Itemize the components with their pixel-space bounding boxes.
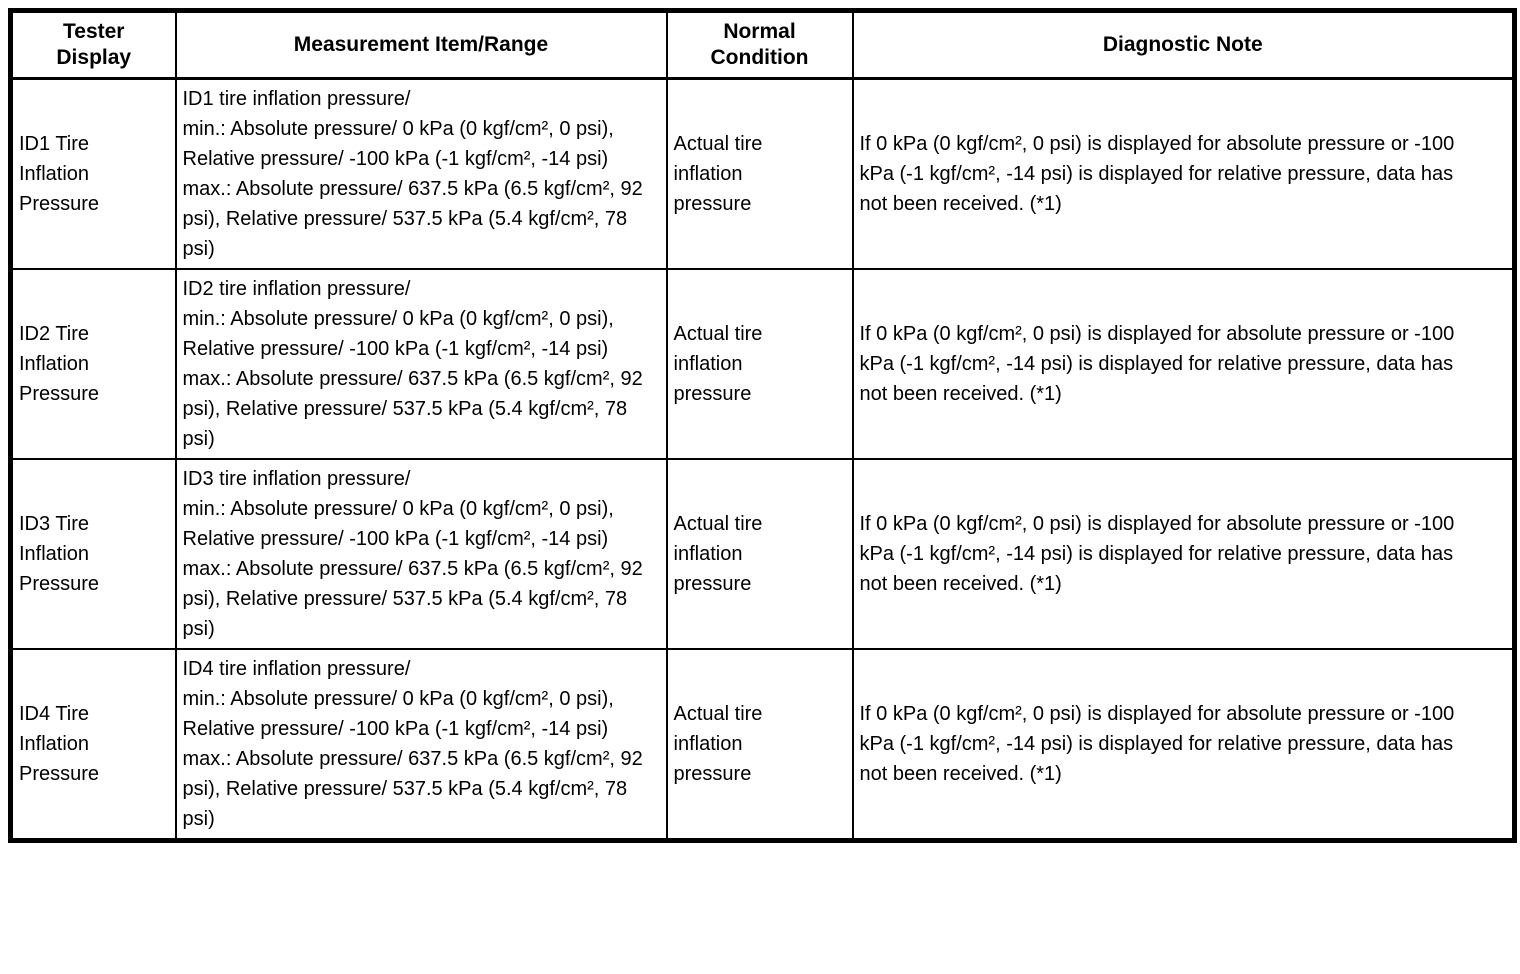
- table-row-id4: ID4 Tire Inflation Pressure ID4 tire inf…: [9, 648, 1516, 842]
- diagnostic-data-table: Tester Display Measurement Item/Range No…: [8, 8, 1517, 843]
- measurement-line: min.: Absolute pressure/ 0 kPa (0 kgf/cm…: [182, 688, 614, 740]
- header-label: Tester: [63, 20, 125, 43]
- cell-measurement-item-range: ID4 tire inflation pressure/ min.: Absol…: [174, 648, 668, 842]
- diagnostic-note-text: If 0 kPa (0 kgf/cm², 0 psi) is displayed…: [859, 323, 1455, 405]
- measurement-line: ID4 tire inflation pressure/: [182, 658, 411, 680]
- diagnostic-note-text: If 0 kPa (0 kgf/cm², 0 psi) is displayed…: [859, 133, 1455, 215]
- cell-measurement-item-range: ID2 tire inflation pressure/ min.: Absol…: [174, 268, 668, 460]
- column-header-tester-display: Tester Display: [9, 9, 177, 80]
- tester-display-text: ID4 Tire Inflation Pressure: [19, 703, 100, 785]
- cell-tester-display: ID1 Tire Inflation Pressure: [9, 77, 177, 270]
- column-header-measurement-item-range: Measurement Item/Range: [174, 9, 668, 80]
- measurement-line: max.: Absolute pressure/ 637.5 kPa (6.5 …: [182, 558, 643, 640]
- header-label: Normal: [723, 20, 796, 43]
- cell-tester-display: ID4 Tire Inflation Pressure: [9, 648, 177, 842]
- table-row-id1: ID1 Tire Inflation Pressure ID1 tire inf…: [9, 77, 1516, 270]
- header-row: Tester Display Measurement Item/Range No…: [9, 9, 1516, 80]
- cell-normal-condition: Actual tire inflation pressure: [665, 268, 854, 460]
- normal-condition-text: Actual tire inflation pressure: [673, 703, 763, 785]
- tester-display-text: ID2 Tire Inflation Pressure: [19, 323, 100, 405]
- measurement-line: max.: Absolute pressure/ 637.5 kPa (6.5 …: [182, 748, 643, 830]
- table-row-id3: ID3 Tire Inflation Pressure ID3 tire inf…: [9, 458, 1516, 650]
- header-label: Diagnostic Note: [1102, 33, 1263, 56]
- cell-diagnostic-note: If 0 kPa (0 kgf/cm², 0 psi) is displayed…: [851, 77, 1516, 270]
- column-header-diagnostic-note: Diagnostic Note: [851, 9, 1516, 80]
- measurement-line: min.: Absolute pressure/ 0 kPa (0 kgf/cm…: [182, 498, 614, 550]
- cell-normal-condition: Actual tire inflation pressure: [665, 458, 854, 650]
- cell-tester-display: ID2 Tire Inflation Pressure: [9, 268, 177, 460]
- cell-measurement-item-range: ID3 tire inflation pressure/ min.: Absol…: [174, 458, 668, 650]
- cell-diagnostic-note: If 0 kPa (0 kgf/cm², 0 psi) is displayed…: [851, 268, 1516, 460]
- tester-display-text: ID1 Tire Inflation Pressure: [19, 133, 100, 215]
- normal-condition-text: Actual tire inflation pressure: [673, 133, 763, 215]
- measurement-line: min.: Absolute pressure/ 0 kPa (0 kgf/cm…: [182, 308, 614, 360]
- measurement-line: max.: Absolute pressure/ 637.5 kPa (6.5 …: [182, 178, 643, 260]
- cell-tester-display: ID3 Tire Inflation Pressure: [9, 458, 177, 650]
- measurement-line: ID2 tire inflation pressure/: [182, 278, 411, 300]
- tester-display-text: ID3 Tire Inflation Pressure: [19, 513, 100, 595]
- header-label: Display: [56, 46, 132, 69]
- cell-diagnostic-note: If 0 kPa (0 kgf/cm², 0 psi) is displayed…: [851, 648, 1516, 842]
- measurement-line: ID1 tire inflation pressure/: [182, 88, 411, 110]
- measurement-line: max.: Absolute pressure/ 637.5 kPa (6.5 …: [182, 368, 643, 450]
- header-label: Measurement Item/Range: [293, 33, 549, 56]
- header-label: Condition: [710, 46, 809, 69]
- normal-condition-text: Actual tire inflation pressure: [673, 323, 763, 405]
- column-header-normal-condition: Normal Condition: [665, 9, 854, 80]
- cell-measurement-item-range: ID1 tire inflation pressure/ min.: Absol…: [174, 77, 668, 270]
- cell-normal-condition: Actual tire inflation pressure: [665, 648, 854, 842]
- cell-normal-condition: Actual tire inflation pressure: [665, 77, 854, 270]
- table-row-id2: ID2 Tire Inflation Pressure ID2 tire inf…: [9, 268, 1516, 460]
- diagnostic-note-text: If 0 kPa (0 kgf/cm², 0 psi) is displayed…: [859, 513, 1455, 595]
- cell-diagnostic-note: If 0 kPa (0 kgf/cm², 0 psi) is displayed…: [851, 458, 1516, 650]
- normal-condition-text: Actual tire inflation pressure: [673, 513, 763, 595]
- measurement-line: min.: Absolute pressure/ 0 kPa (0 kgf/cm…: [182, 118, 614, 170]
- measurement-line: ID3 tire inflation pressure/: [182, 468, 411, 490]
- diagnostic-note-text: If 0 kPa (0 kgf/cm², 0 psi) is displayed…: [859, 703, 1455, 785]
